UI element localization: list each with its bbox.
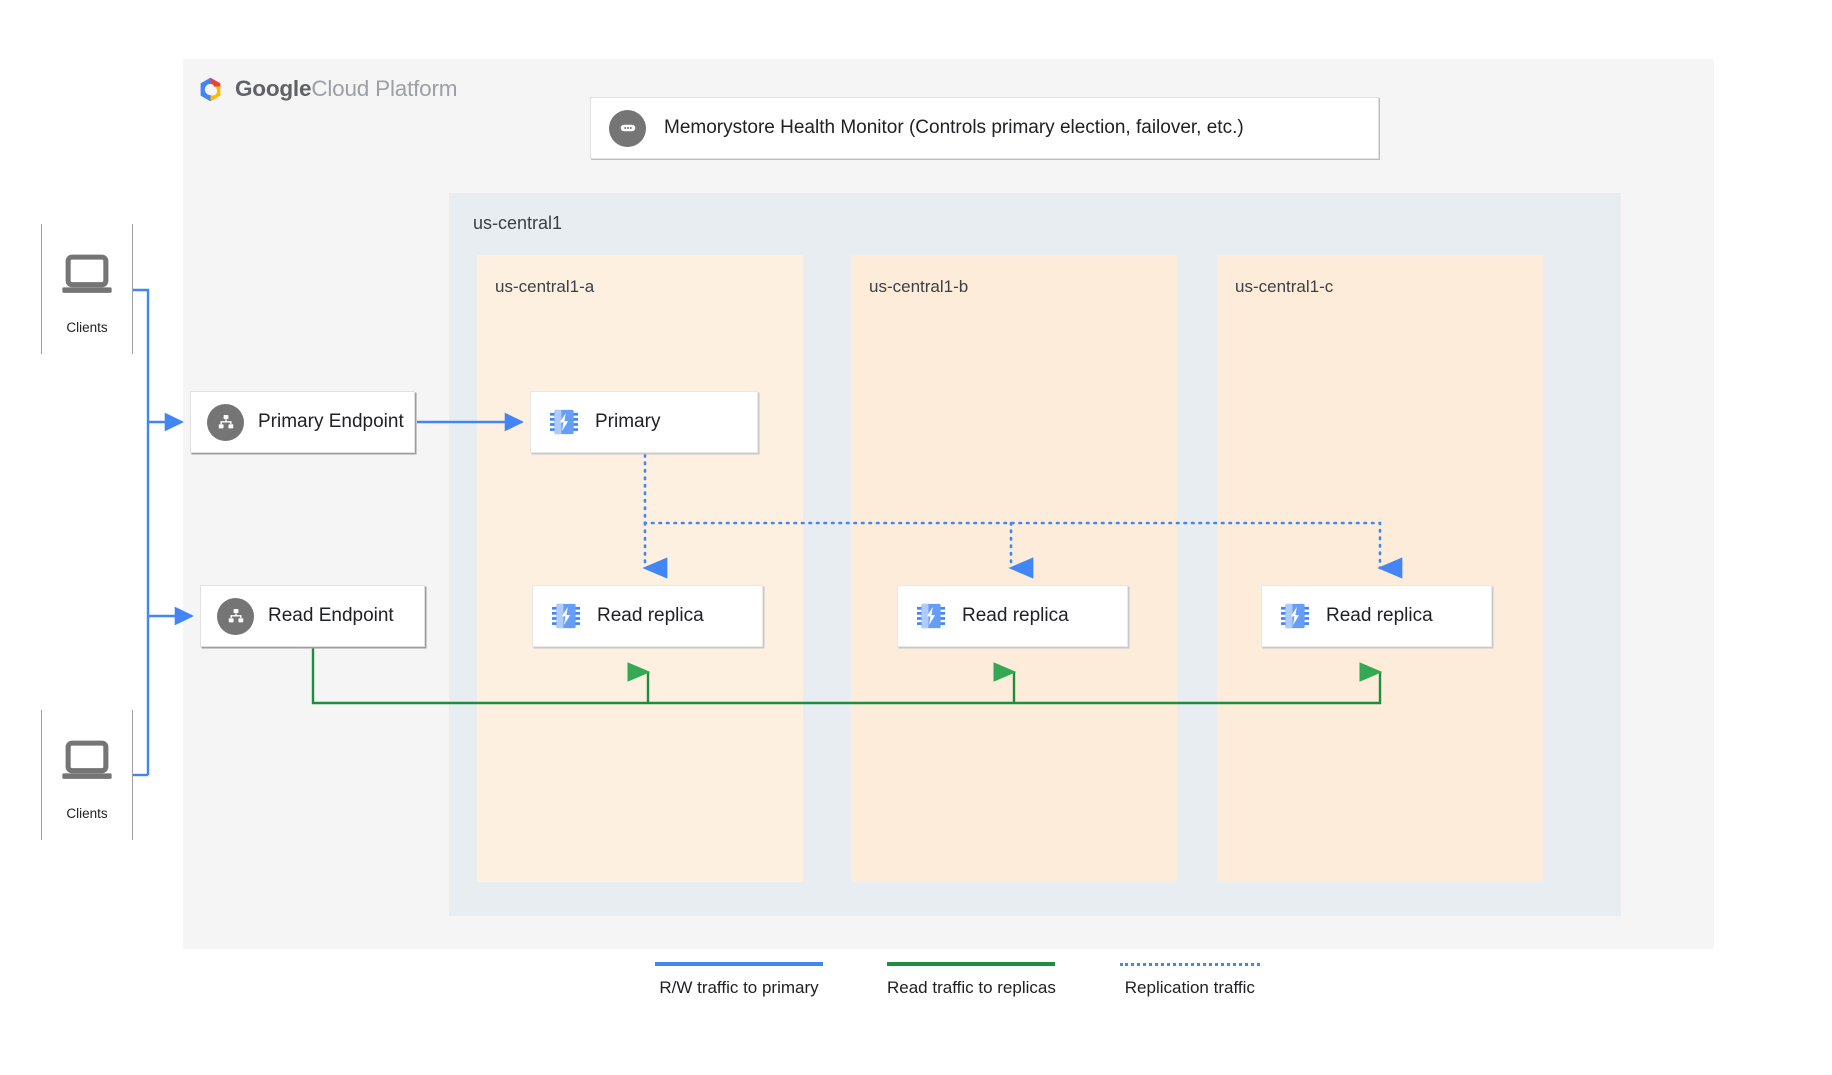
clients-bottom: Clients: [41, 710, 133, 840]
legend-item-replication-traffic: Replication traffic: [1119, 962, 1260, 998]
zone-label-b: us-central1-b: [869, 277, 969, 296]
laptop-icon: [62, 740, 112, 779]
brand-name-bold: Google: [235, 76, 312, 101]
node-read-replica-b[interactable]: Read replica: [897, 585, 1128, 647]
node-read-replica-c[interactable]: Read replica: [1261, 585, 1492, 647]
memorystore-chip-icon: [1280, 603, 1310, 629]
legend: R/W traffic to primary Read traffic to r…: [655, 962, 1260, 998]
read-endpoint-card[interactable]: Read Endpoint: [200, 585, 425, 647]
zone-label-a: us-central1-a: [495, 277, 595, 296]
legend-item-read-traffic: Read traffic to replicas: [887, 962, 1056, 998]
legend-item-rw-traffic: R/W traffic to primary: [655, 962, 823, 998]
node-primary[interactable]: Primary: [530, 391, 758, 453]
primary-endpoint-card[interactable]: Primary Endpoint: [190, 391, 415, 453]
memorystore-chip-icon: [551, 603, 581, 629]
read-endpoint-label: Read Endpoint: [268, 605, 394, 626]
primary-endpoint-label: Primary Endpoint: [258, 411, 404, 432]
health-monitor-card: Memorystore Health Monitor (Controls pri…: [590, 97, 1379, 159]
google-cloud-hexagon-icon: [200, 77, 221, 101]
zone-us-central1-b: us-central1-b: [851, 255, 1177, 882]
node-read-replica-c-label: Read replica: [1326, 605, 1433, 626]
legend-label-read-traffic: Read traffic to replicas: [887, 978, 1056, 997]
legend-label-rw-traffic: R/W traffic to primary: [659, 978, 819, 997]
node-read-replica-a-label: Read replica: [597, 605, 704, 626]
health-monitor-label: Memorystore Health Monitor (Controls pri…: [664, 117, 1244, 138]
clients-bottom-label: Clients: [66, 806, 108, 821]
legend-swatch-blue-solid: [655, 962, 823, 966]
legend-label-replication-traffic: Replication traffic: [1124, 978, 1255, 997]
legend-swatch-green-solid: [887, 962, 1056, 966]
endpoint-hierarchy-icon: [217, 597, 254, 635]
node-read-replica-a[interactable]: Read replica: [532, 585, 763, 647]
node-primary-label: Primary: [595, 411, 661, 432]
brand-name-light: Cloud Platform: [311, 76, 458, 101]
brand-logo: GoogleCloud Platform: [196, 72, 458, 106]
more-horizontal-circle-icon: [609, 109, 646, 147]
zone-us-central1-c: us-central1-c: [1217, 255, 1543, 882]
node-read-replica-b-label: Read replica: [962, 605, 1069, 626]
clients-top-label: Clients: [66, 320, 108, 335]
endpoint-hierarchy-icon: [207, 403, 244, 441]
zone-us-central1-a: us-central1-a: [477, 255, 803, 882]
clients-top: Clients: [41, 224, 133, 354]
brand-wordmark: GoogleCloud Platform: [235, 76, 458, 102]
memorystore-chip-icon: [549, 409, 579, 435]
region-label: us-central1: [473, 213, 563, 233]
zone-label-c: us-central1-c: [1235, 277, 1334, 296]
laptop-icon: [62, 254, 112, 293]
memorystore-chip-icon: [916, 603, 946, 629]
legend-swatch-blue-dotted: [1119, 963, 1260, 966]
